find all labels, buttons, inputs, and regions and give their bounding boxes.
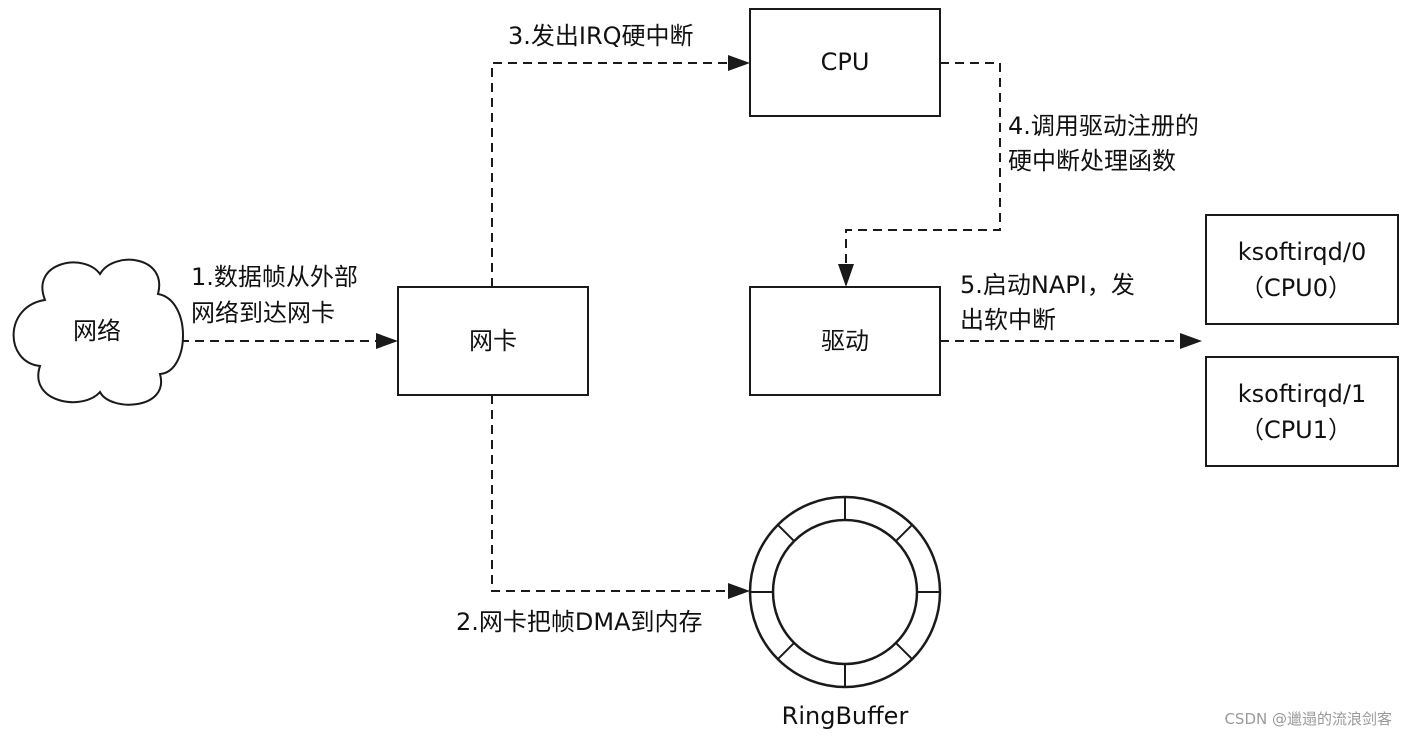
driver-box <box>749 286 941 396</box>
step1-label-line2: 网络到达网卡 <box>191 299 335 327</box>
step3-label: 3.发出IRQ硬中断 <box>508 22 694 50</box>
node-driver: 驱动 <box>749 286 941 396</box>
cpu-box <box>749 8 941 117</box>
step2-label: 2.网卡把帧DMA到内存 <box>456 608 703 636</box>
arrowhead-step3 <box>728 55 750 71</box>
step4-label-line1: 4.调用驱动注册的 <box>1008 112 1199 140</box>
node-ringbuffer: RingBuffer <box>748 495 942 730</box>
ksoftirqd0-name: ksoftirqd/0 <box>1238 238 1366 266</box>
edge-nic-to-cpu <box>491 55 750 287</box>
ksoftirqd1-box <box>1205 356 1399 467</box>
driver-label: 驱动 <box>821 327 869 355</box>
ksoftirqd0-cpu: （CPU0） <box>1240 274 1352 302</box>
ringbuffer-slot-divider <box>777 524 795 542</box>
ringbuffer-label: RingBuffer <box>782 702 909 730</box>
node-cpu: CPU <box>749 8 941 117</box>
cloud-shape <box>12 258 184 406</box>
arrowhead-step5 <box>1180 333 1202 349</box>
network-label: 网络 <box>73 317 121 345</box>
node-ksoftirqd1: ksoftirqd/1 （CPU1） <box>1205 356 1399 467</box>
ringbuffer-segments <box>750 497 940 687</box>
node-nic: 网卡 <box>397 286 589 396</box>
step5-label-line2: 出软中断 <box>960 306 1056 334</box>
node-ksoftirqd0: ksoftirqd/0 （CPU0） <box>1205 214 1399 325</box>
ringbuffer-slot-divider <box>777 642 795 660</box>
ringbuffer-slot-divider <box>895 524 913 542</box>
arrowhead-step4 <box>838 264 854 287</box>
nic-label: 网卡 <box>469 327 517 355</box>
step4-label-line2: 硬中断处理函数 <box>1008 147 1176 175</box>
watermark-text: CSDN @邋遢的流浪剑客 <box>1224 710 1392 728</box>
step5-label-line1: 5.启动NAPI，发 <box>960 271 1135 299</box>
edge-cpu-to-driver <box>838 62 1001 287</box>
cpu-label: CPU <box>821 48 870 76</box>
edge-network-to-nic <box>180 333 398 349</box>
ksoftirqd0-box <box>1205 214 1399 325</box>
ksoftirqd1-name: ksoftirqd/1 <box>1238 380 1366 408</box>
node-network-cloud: 网络 <box>12 258 184 406</box>
ksoftirqd1-cpu: （CPU1） <box>1240 416 1352 444</box>
step1-label-line1: 1.数据帧从外部 <box>191 263 358 291</box>
ringbuffer-slot-divider <box>895 642 913 660</box>
nic-box <box>397 286 589 396</box>
arrowhead-step1 <box>376 333 398 349</box>
edge-nic-to-ringbuffer <box>491 395 750 599</box>
edge-driver-to-ksoftirqd <box>940 333 1202 349</box>
arrowhead-step2 <box>728 583 750 599</box>
ringbuffer-inner-ring <box>771 518 919 666</box>
